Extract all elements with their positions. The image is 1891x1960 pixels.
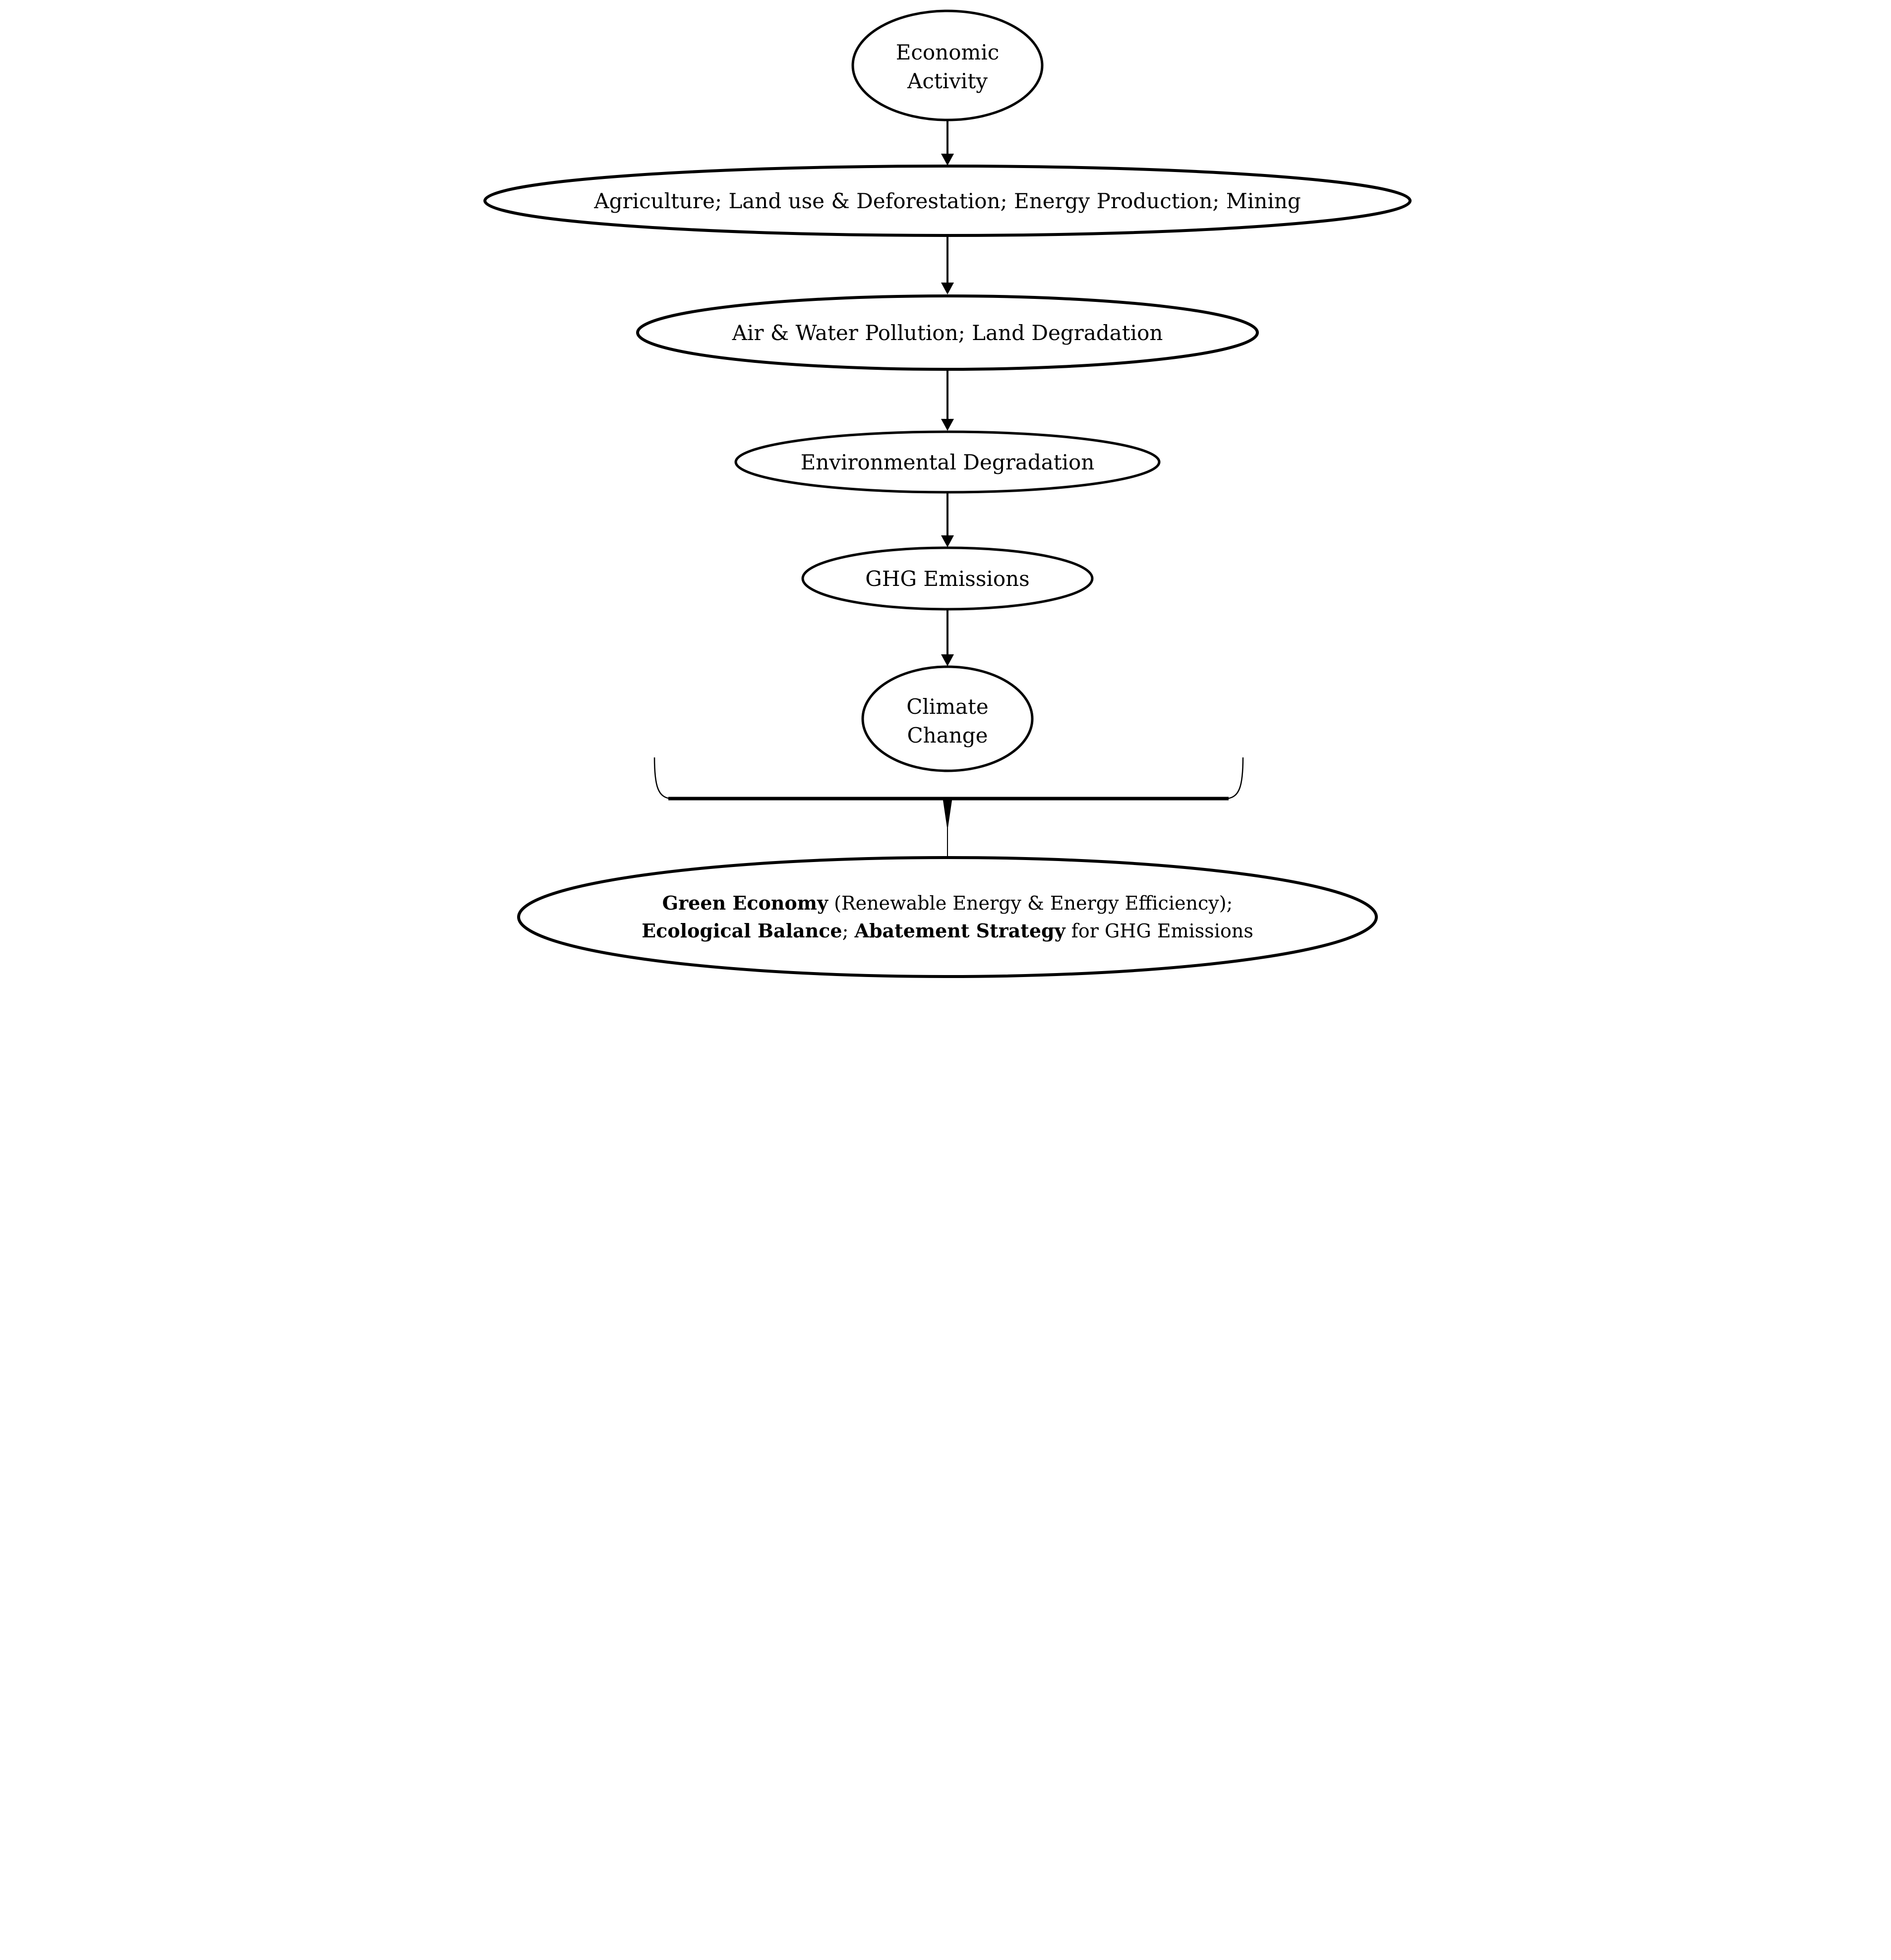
response-ellipse — [517, 856, 1378, 978]
brace-left-curve — [653, 757, 670, 800]
node-environmental-degradation: Environmental Degradation — [734, 430, 1160, 494]
economic-activity-label-line2: Activity — [907, 69, 988, 93]
climate-change-label-line2: Change — [907, 723, 988, 748]
flowchart-diagram: Economic Activity Agriculture; Land use … — [473, 0, 1418, 980]
response-line1-bold: Green Economy — [662, 892, 828, 914]
response-label-line2: Ecological Balance; Abatement Strategy f… — [642, 920, 1253, 942]
pollution-label: Air & Water Pollution; Land Degradation — [731, 321, 1163, 345]
response-line2-bold-b: Abatement Strategy — [854, 920, 1065, 942]
economic-activity-label-line1: Economic — [895, 40, 999, 64]
brace-center-tail — [942, 797, 952, 831]
arrow-head — [941, 419, 954, 431]
node-economic-activity: Economic Activity — [851, 9, 1043, 121]
economic-activity-ellipse — [851, 9, 1043, 121]
arrow-head — [941, 535, 954, 547]
node-ghg-emissions: GHG Emissions — [801, 546, 1093, 611]
grouping-brace — [653, 757, 1243, 860]
flow-arrow-3 — [941, 370, 954, 431]
node-response: Green Economy (Renewable Energy & Energy… — [517, 856, 1378, 978]
flow-arrow-5 — [941, 610, 954, 666]
arrow-head — [941, 654, 954, 666]
climate-change-ellipse — [861, 665, 1033, 772]
sectors-ellipse — [483, 165, 1412, 237]
flow-arrow-1 — [941, 121, 954, 166]
brace-right-curve — [1227, 757, 1243, 800]
flow-arrow-4 — [941, 493, 954, 547]
response-label-line1: Green Economy (Renewable Energy & Energy… — [662, 892, 1233, 914]
climate-change-label-line1: Climate — [906, 694, 989, 719]
ghg-emissions-ellipse — [801, 546, 1093, 611]
sectors-label: Agriculture; Land use & Deforestation; E… — [593, 189, 1300, 213]
response-line2-rest: for GHG Emissions — [1065, 920, 1253, 942]
environmental-degradation-ellipse — [734, 430, 1160, 494]
flow-arrow-2 — [941, 237, 954, 294]
response-line1-rest: (Renewable Energy & Energy Efficiency); — [828, 892, 1233, 914]
pollution-ellipse — [636, 294, 1259, 371]
ghg-emissions-label: GHG Emissions — [865, 567, 1029, 591]
response-line2-mid: ; — [842, 920, 854, 942]
node-sectors: Agriculture; Land use & Deforestation; E… — [483, 165, 1412, 237]
arrow-head — [941, 154, 954, 166]
node-climate-change: Climate Change — [861, 665, 1033, 772]
arrow-head — [941, 283, 954, 294]
response-line2-bold-a: Ecological Balance — [642, 920, 842, 942]
diagram-canvas: Economic Activity Agriculture; Land use … — [473, 0, 1418, 980]
environmental-degradation-label: Environmental Degradation — [800, 450, 1094, 474]
node-pollution: Air & Water Pollution; Land Degradation — [636, 294, 1259, 371]
